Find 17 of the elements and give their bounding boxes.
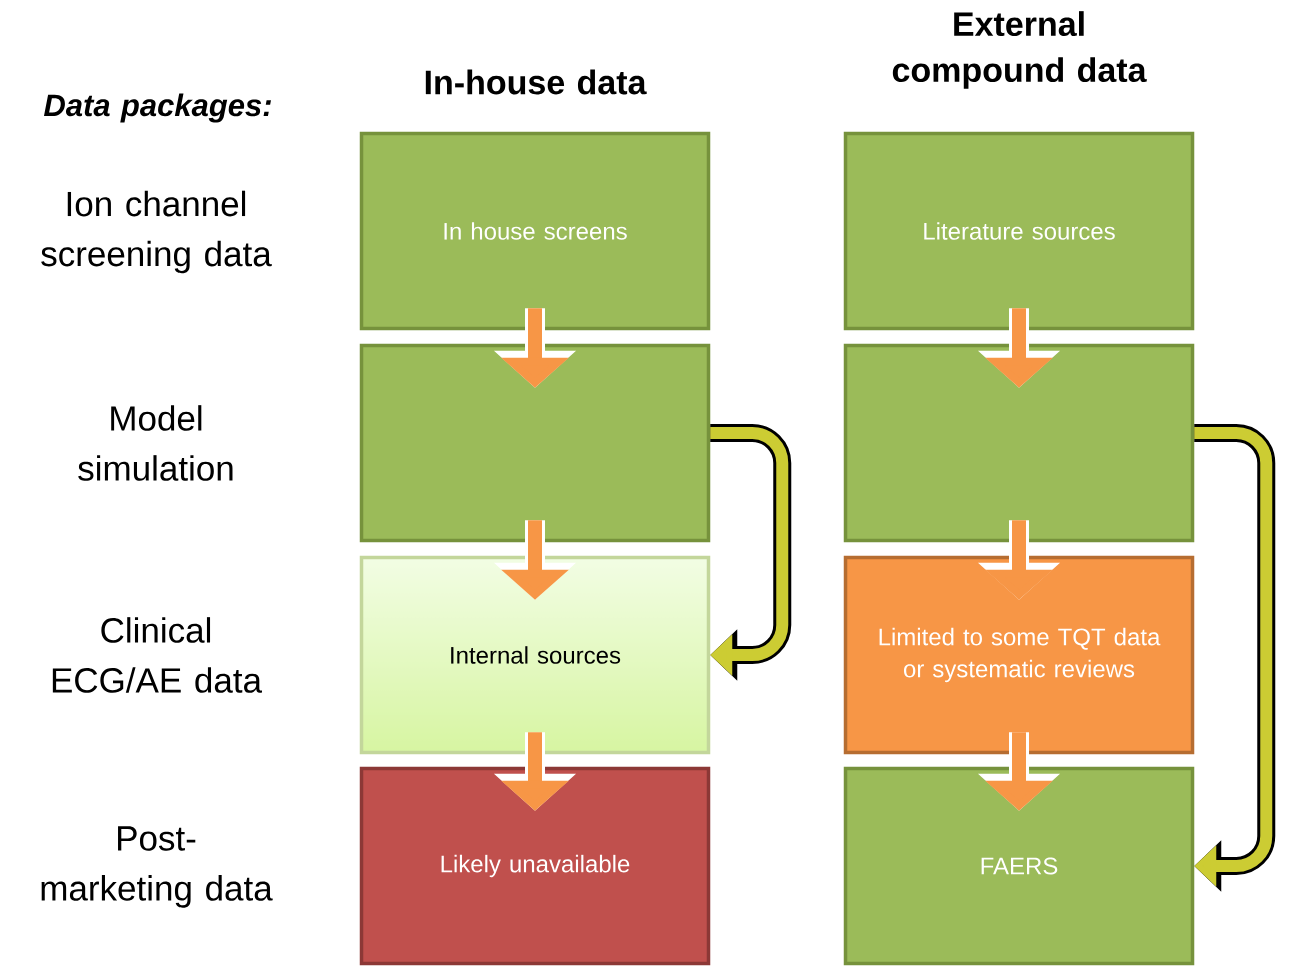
process-box: FAERS (843, 766, 1195, 966)
process-box (843, 343, 1195, 543)
row-label: Post-marketing data (41, 826, 273, 908)
curved-arrow (710, 424, 792, 681)
column-heading: External compound data (892, 11, 1147, 89)
process-box: Limited to some TQT data or systematic reviews (843, 555, 1195, 755)
section-heading: Data packages: (43, 93, 271, 123)
process-box: Likely unavailable (359, 766, 711, 966)
process-box (359, 343, 711, 543)
process-box: In house screens (359, 131, 711, 331)
curved-arrow (1194, 424, 1276, 892)
process-box: Literature sources (843, 131, 1195, 331)
column-heading: In-house data (425, 69, 647, 95)
row-label: Ion channel screening data (41, 190, 272, 274)
process-box: Internal sources (359, 555, 711, 755)
row-label: Model simulation (78, 405, 233, 481)
row-label: Clinical ECG/AE data (52, 617, 262, 693)
